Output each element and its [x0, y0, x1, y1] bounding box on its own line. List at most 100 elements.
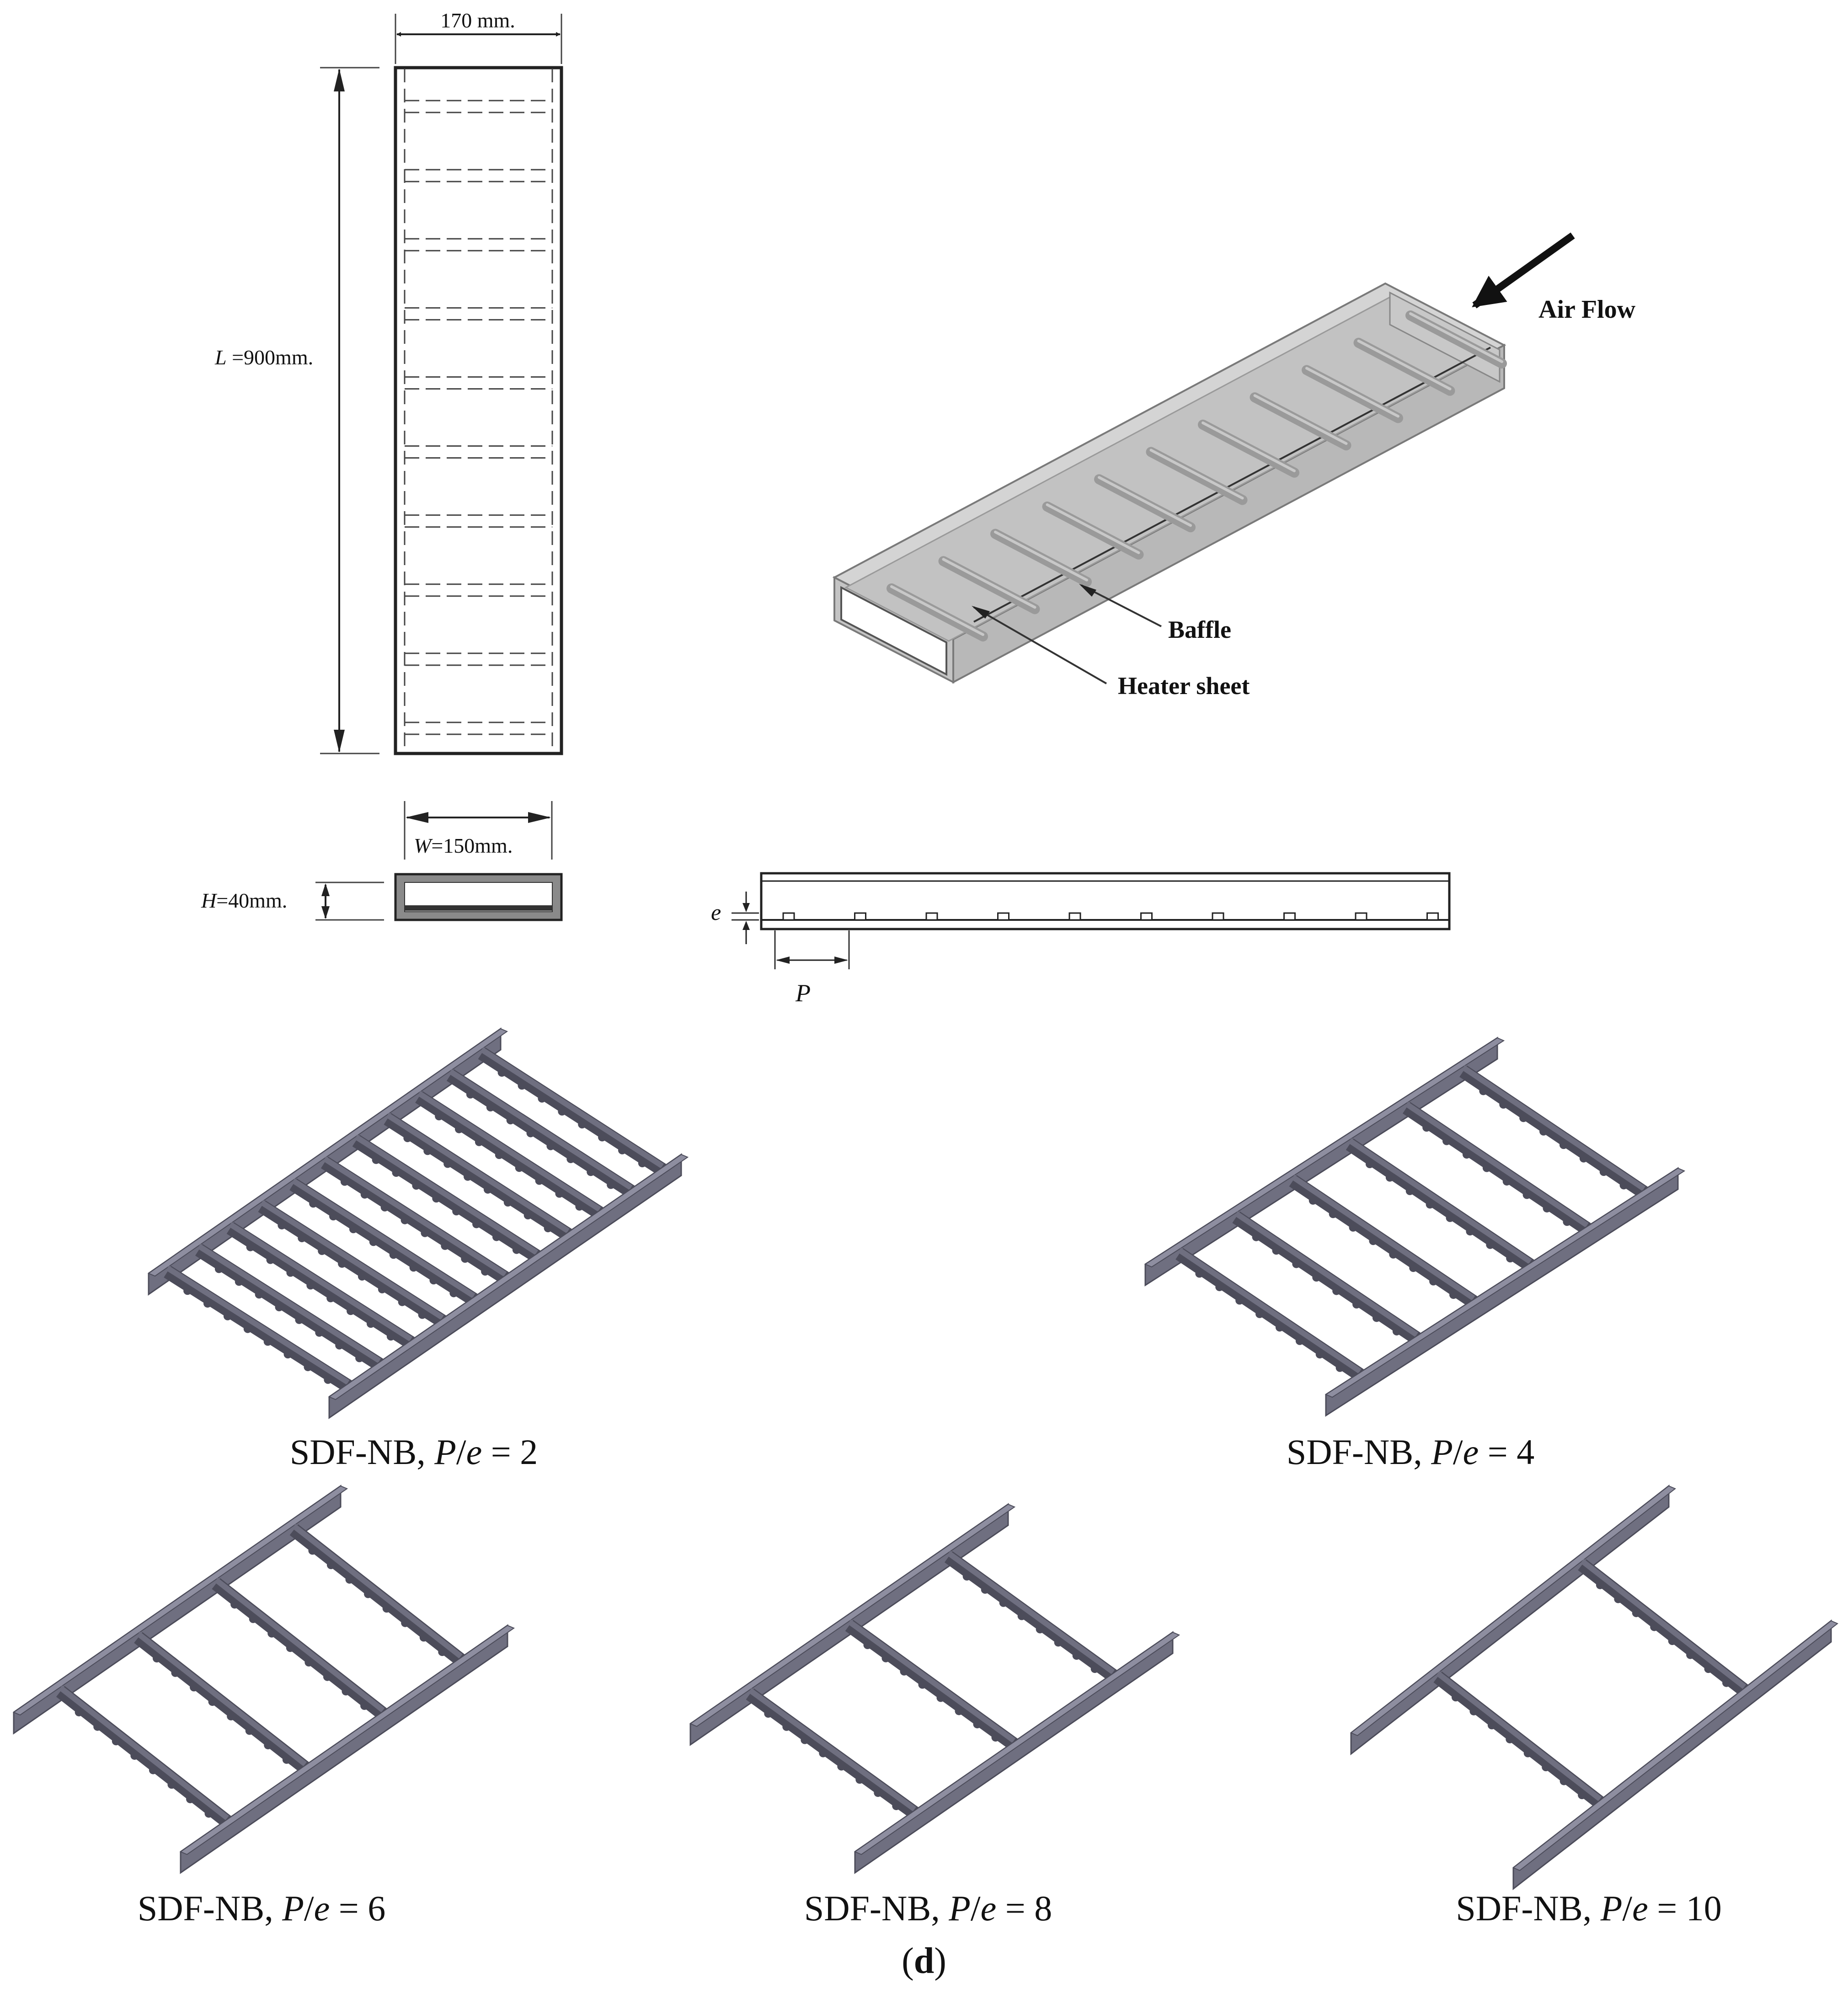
cross-bar-notch [419, 1633, 428, 1642]
cross-bar-notch [167, 1780, 176, 1789]
rail-top [328, 1154, 689, 1400]
cross-bar-top [197, 1244, 381, 1363]
cross-bar-notch [475, 1138, 483, 1146]
panel-label: (d) [902, 1941, 946, 1981]
cross-bar-notch [999, 1598, 1008, 1607]
iso-baffle [1042, 501, 1144, 560]
frame-rail [854, 1631, 1180, 1874]
cross-bar-notch [1599, 1168, 1608, 1176]
pitch-label: P [795, 979, 811, 1007]
cross-bar-notch [93, 1722, 102, 1731]
rail-top [854, 1631, 1180, 1855]
rail-top [689, 1503, 1016, 1727]
cross-bar-top [292, 1523, 463, 1659]
frame-cross-bar [289, 1523, 465, 1666]
cross-bar-notch [497, 1068, 506, 1077]
cross-bar-notch [386, 1332, 395, 1341]
baffle-frames [12, 1027, 1838, 1891]
cross-bar-notch [130, 1751, 139, 1760]
cross-bar-notch [452, 1207, 461, 1216]
cross-bar-notch [1446, 1213, 1454, 1222]
cross-bar-notch [1650, 1623, 1659, 1631]
frame-cross-bar [478, 1047, 666, 1175]
width-label: W=150mm. [414, 834, 513, 857]
frame-cross-bar [352, 1134, 540, 1262]
side-view-rib [1140, 912, 1153, 921]
rail-top [147, 1028, 508, 1277]
cross-bar-notch [1563, 1218, 1571, 1226]
frame-cross-bar [289, 1178, 478, 1305]
cross-bar-notch [618, 1146, 626, 1154]
cross-bar-notch [429, 1276, 438, 1285]
cross-bar-body [415, 1091, 604, 1219]
cross-bar-notch [900, 1667, 908, 1676]
cross-bar-notch [981, 1585, 989, 1594]
cross-bar-notch [412, 1181, 421, 1190]
rail-top [1325, 1167, 1686, 1398]
cross-bar-notch [936, 1694, 945, 1702]
cross-bar-notch [283, 1350, 292, 1359]
cross-bar-top [480, 1047, 664, 1169]
duct-plan-outline [394, 66, 563, 755]
cross-bar-notch [1235, 1296, 1244, 1305]
cross-bar-notch [1614, 1595, 1623, 1603]
baffle-frame-pe-4 [1144, 1037, 1686, 1417]
cross-bar-notch [503, 1198, 512, 1207]
cross-bar-notch [421, 1229, 429, 1237]
cross-bar-top [1405, 1101, 1589, 1228]
cross-bar-notch [1335, 1363, 1344, 1372]
cross-bar-notch [1369, 1237, 1378, 1245]
cross-bar-notch [335, 1341, 344, 1350]
frame-cross-bar [1433, 1671, 1604, 1808]
cross-bar-notch [1704, 1665, 1713, 1673]
cross-bar-notch [75, 1708, 83, 1716]
frame-cross-bar [415, 1091, 604, 1219]
cross-bar-notch [1632, 1608, 1640, 1617]
cross-bar-notch [326, 1294, 335, 1303]
cross-bar-notch [1372, 1314, 1381, 1322]
cross-bar-notch [495, 1151, 503, 1159]
cross-bar-notch [423, 1147, 432, 1155]
cross-bar-notch [1499, 1100, 1508, 1109]
iso-baffle [1094, 474, 1196, 533]
cross-bar-notch [455, 1125, 464, 1133]
cross-bar-notch [518, 1081, 526, 1090]
cross-bar-notch [326, 1561, 335, 1570]
cross-bar-notch [1389, 1250, 1398, 1259]
cross-bar-notch [398, 1298, 406, 1306]
cross-bar-notch [245, 1726, 254, 1735]
cross-bar-notch [558, 1107, 566, 1116]
frame-cross-bar [384, 1112, 572, 1240]
side-view-rib [1355, 912, 1367, 921]
air-flow-label: Air Flow [1538, 295, 1636, 324]
side-view-duct [760, 872, 1451, 930]
iso-baffle-highlight [994, 530, 1088, 582]
top-dimension-label: 170 mm. [440, 9, 515, 32]
cross-bar-top [59, 1685, 229, 1821]
cross-bar-notch [523, 1211, 532, 1220]
frame-cross-bar [320, 1156, 509, 1284]
side-view-rib [854, 912, 866, 921]
cross-bar-notch [472, 1220, 481, 1229]
cross-bar-notch [340, 1177, 349, 1186]
side-view: e P [711, 872, 1451, 1007]
frame-cross-bar [134, 1631, 310, 1774]
plan-baffle-lines [405, 100, 552, 735]
cross-bar-notch [461, 1254, 470, 1263]
cross-bar-top [354, 1134, 538, 1255]
cross-bar-notch [544, 1224, 552, 1233]
cross-bar-notch [380, 1203, 389, 1212]
cross-bar-body [1459, 1065, 1648, 1198]
cross-bar-body [1346, 1138, 1534, 1272]
cross-bar-notch [1722, 1678, 1731, 1687]
cross-bar-notch [235, 1277, 243, 1286]
cross-bar-notch [255, 1290, 263, 1299]
cross-bar-body [289, 1178, 478, 1305]
iso-baffle-highlight [1149, 449, 1244, 500]
cross-bar-notch [360, 1701, 369, 1710]
cross-bar-top [136, 1631, 307, 1767]
cross-bar-notch [855, 1775, 864, 1784]
cross-bar-notch [1506, 1735, 1514, 1743]
cross-bar-notch [315, 1328, 324, 1337]
